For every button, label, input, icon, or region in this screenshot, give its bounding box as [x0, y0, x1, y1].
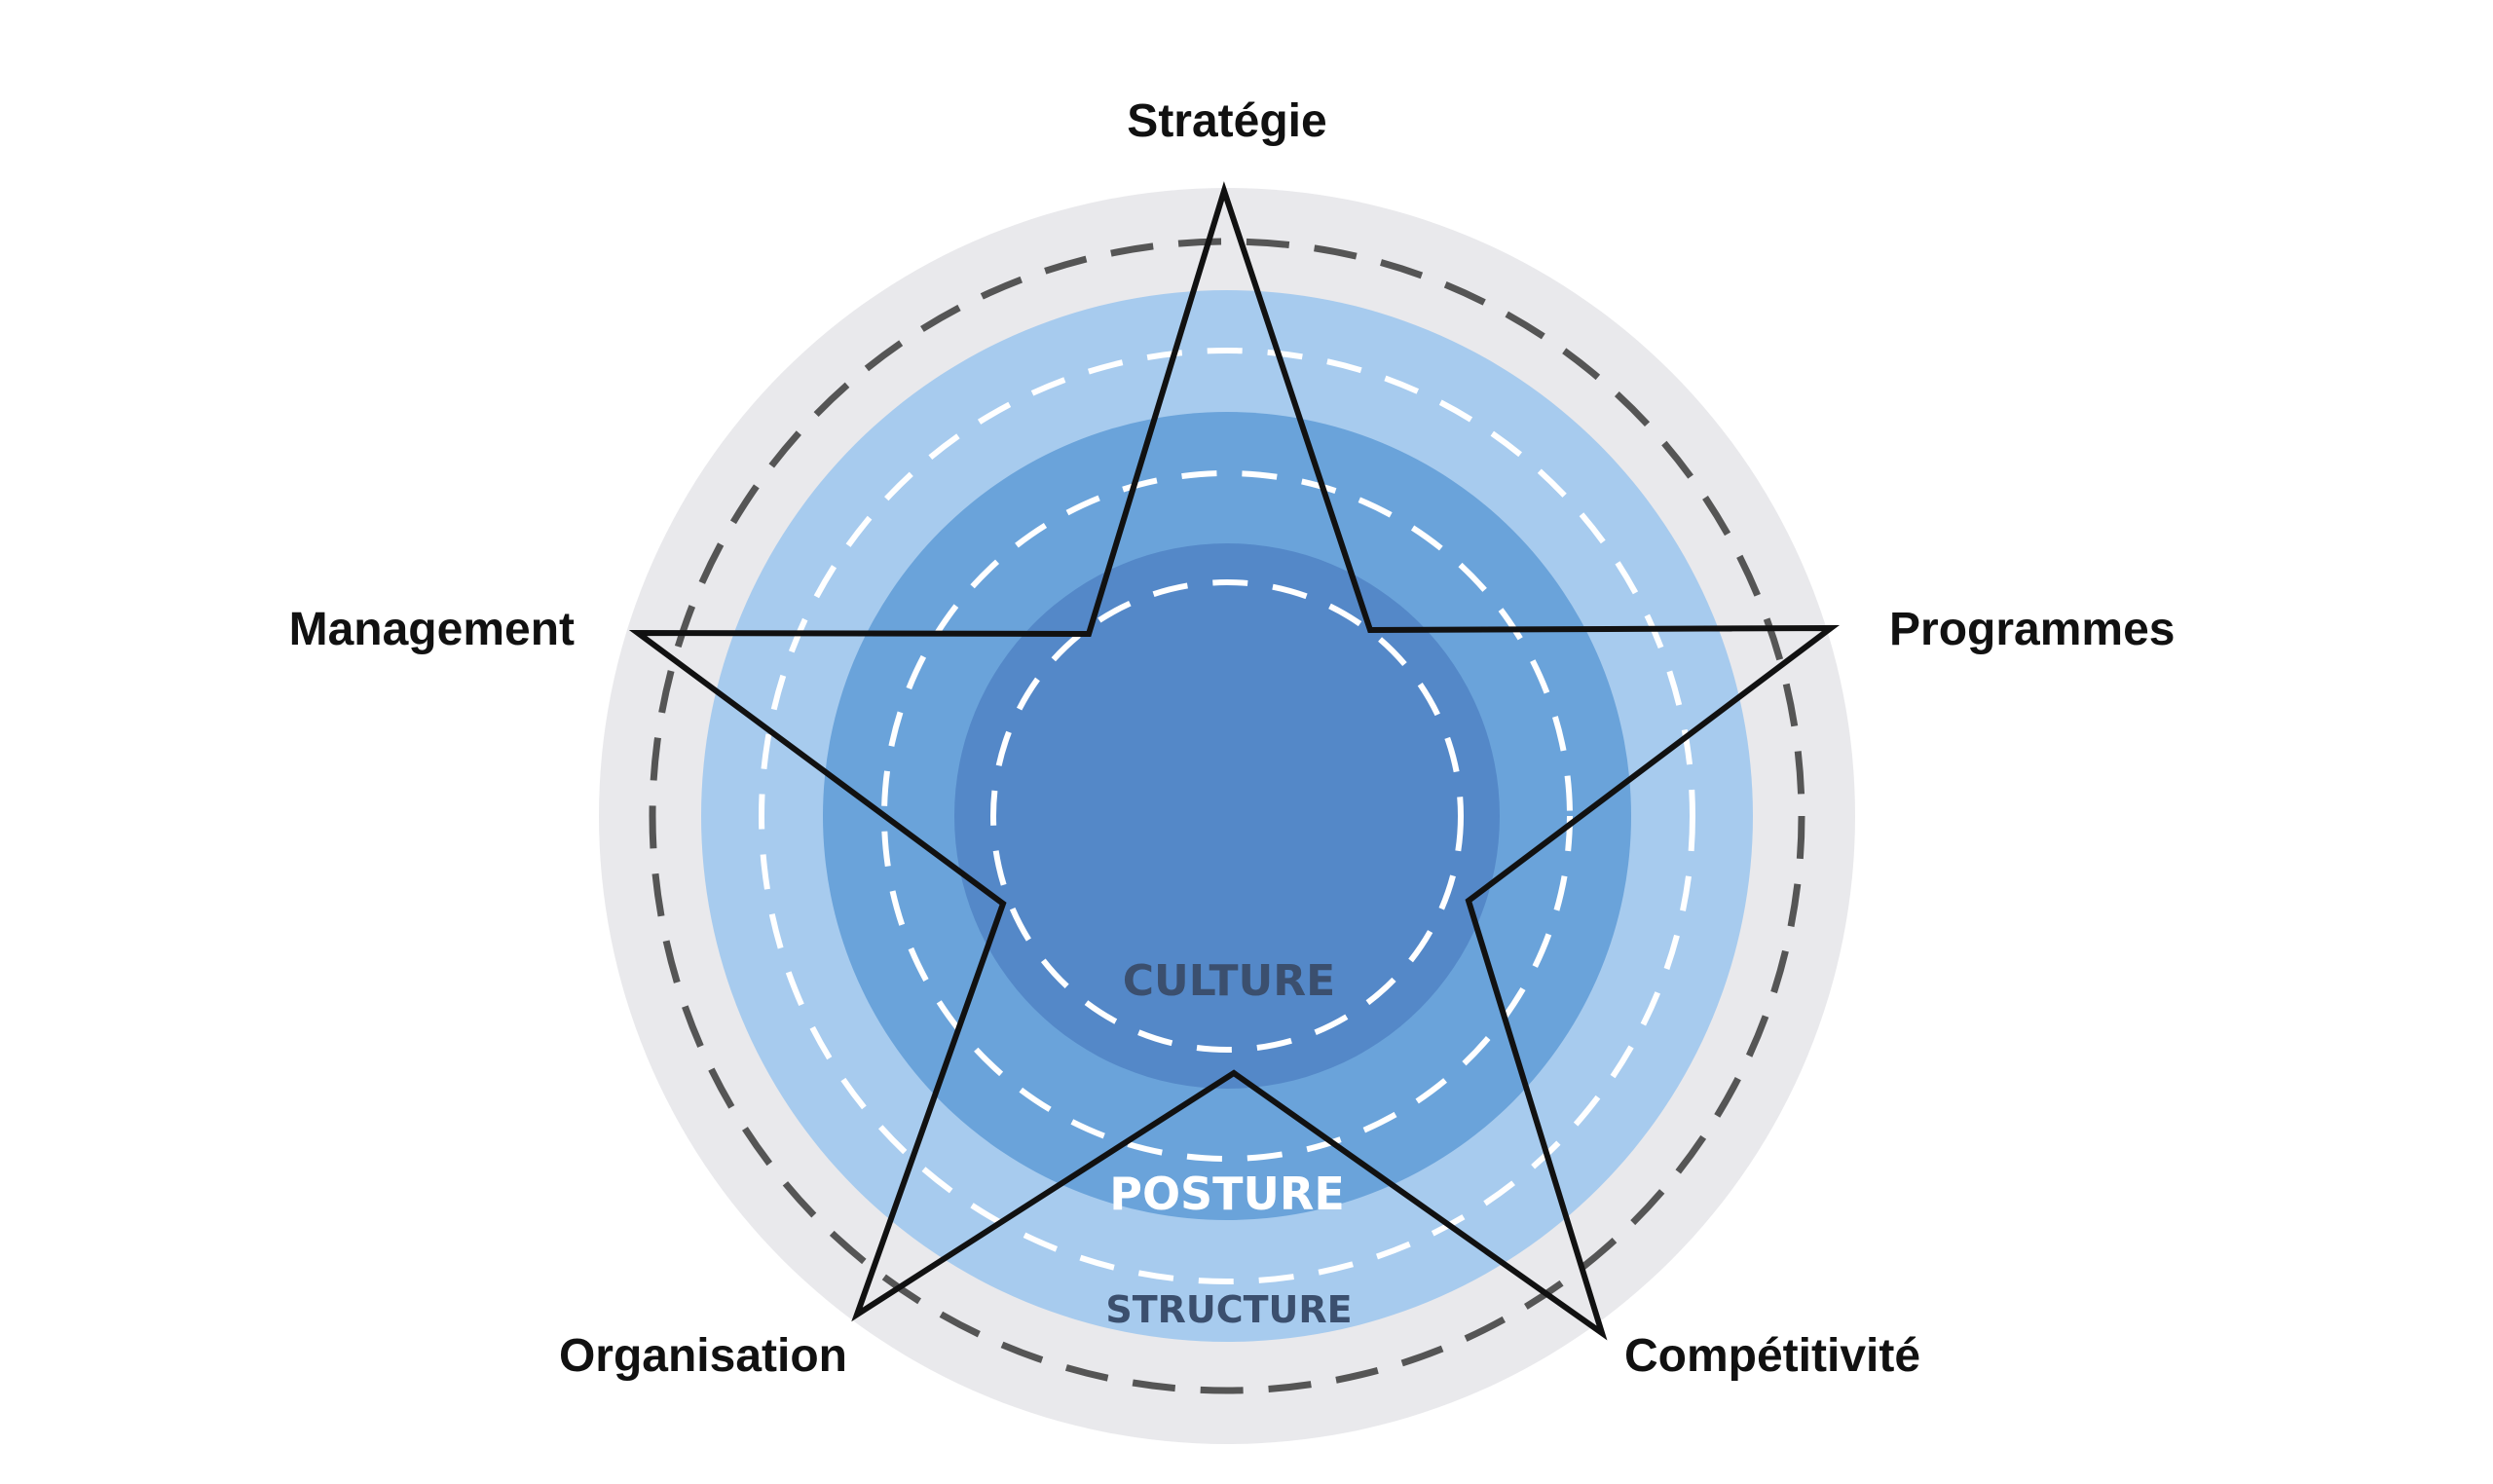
- posture-label: POSTURE: [1109, 1168, 1345, 1220]
- star-outline: [628, 181, 1841, 1341]
- star-label-organisation: Organisation: [559, 1330, 847, 1382]
- outer-dashed-circle: [649, 238, 1805, 1394]
- star-label-programmes: Programmes: [1889, 604, 2175, 655]
- star-label-strategie: Stratégie: [1127, 95, 1326, 147]
- posture-dashed-circle: [881, 470, 1573, 1162]
- structure-dashed-circle: [759, 348, 1695, 1284]
- culture-label: CULTURE: [1123, 956, 1335, 1006]
- culture-core: [954, 543, 1500, 1089]
- culture-dashed-circle: [990, 579, 1464, 1053]
- star-label-management: Management: [289, 604, 575, 655]
- star-label-competitivite: Compétitivité: [1624, 1330, 1920, 1382]
- structure-label: STRUCTURE: [1105, 1288, 1352, 1331]
